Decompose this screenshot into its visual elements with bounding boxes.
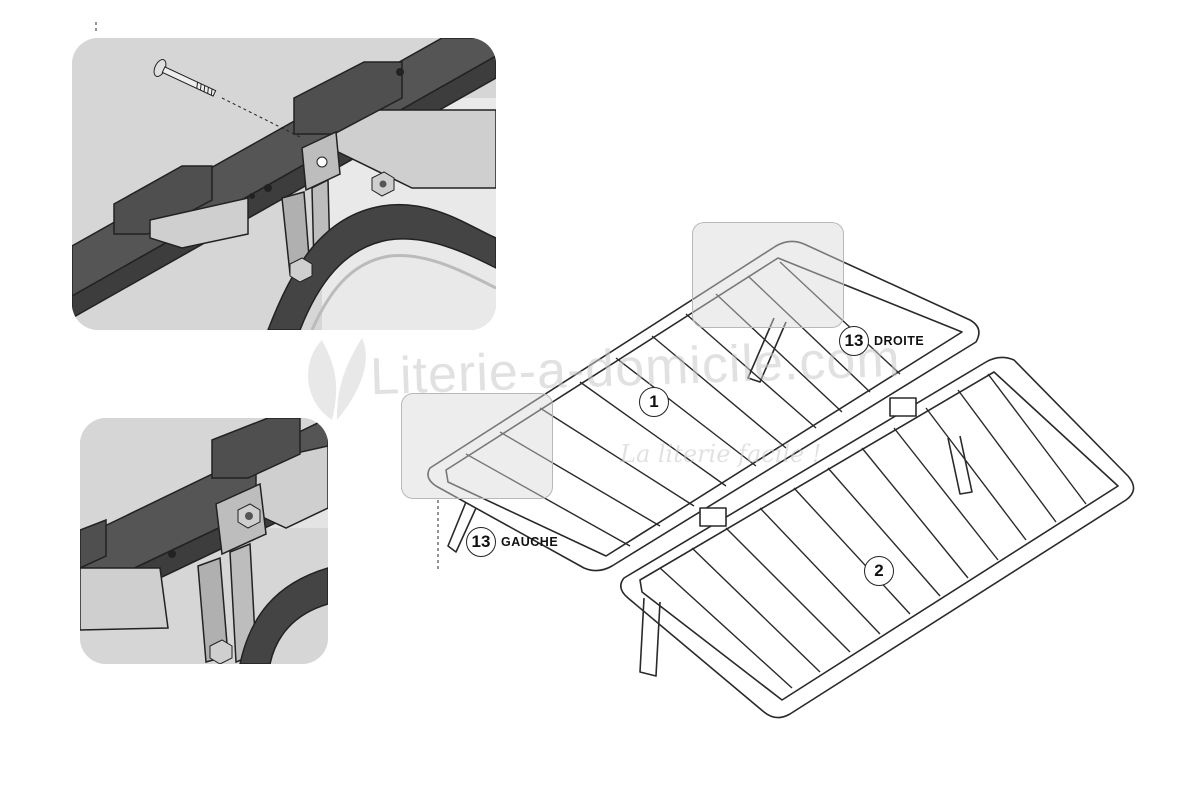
part-13-right-callout: 13 — [839, 326, 869, 356]
part-1-callout: 1 — [639, 387, 669, 417]
right-side-label: DROITE — [874, 334, 925, 348]
slats-frame-2 — [659, 373, 1087, 689]
left-side-label: GAUCHE — [501, 535, 559, 549]
part-2-callout: 2 — [864, 556, 894, 586]
detail-inset-top — [72, 38, 496, 330]
detail-inset-bottom — [80, 418, 328, 664]
part-13-left-callout: 13 — [466, 527, 496, 557]
watermark-logo — [308, 338, 366, 420]
zoom-highlight-right — [692, 222, 844, 328]
zoom-highlight-left — [401, 393, 553, 499]
